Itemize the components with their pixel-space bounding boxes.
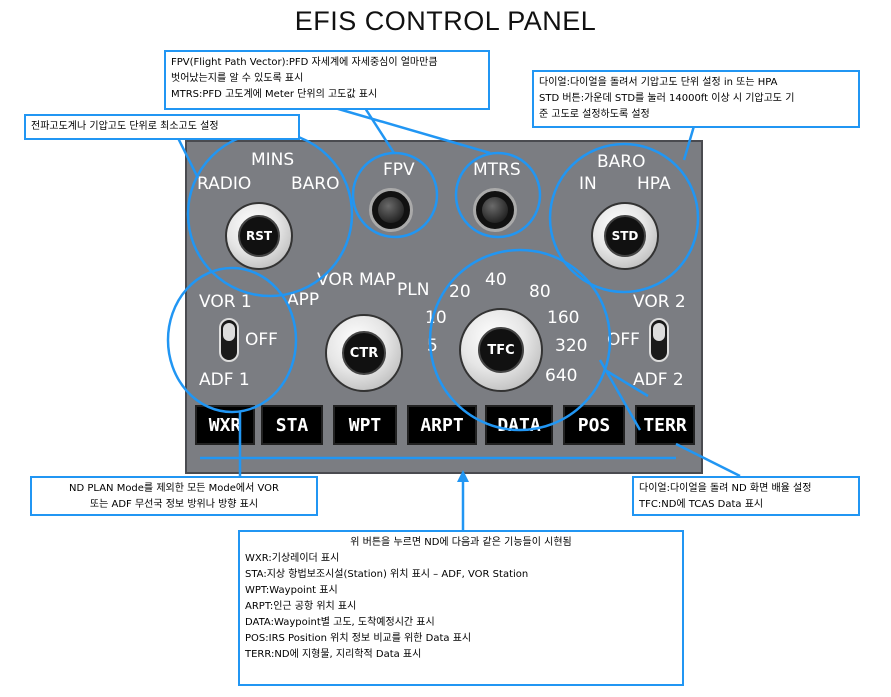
- mins-baro-label: BARO: [291, 174, 340, 194]
- range-5-label: 5: [427, 336, 438, 356]
- std-button[interactable]: STD: [604, 215, 646, 257]
- baro-knob[interactable]: STD: [591, 202, 659, 270]
- baro-note: 다이얼:다이얼을 돌려서 기압고도 단위 설정 in 또는 HPA STD 버튼…: [532, 70, 860, 128]
- mins-radio-label: RADIO: [197, 174, 252, 194]
- range-640-label: 640: [545, 366, 578, 386]
- vor2-adf2-switch[interactable]: [649, 318, 669, 362]
- range-320-label: 320: [555, 336, 588, 356]
- range-note: 다이얼:다이얼을 돌려 ND 화면 배율 설정 TFC:ND에 TCAS Dat…: [632, 476, 860, 516]
- mins-label: MINS: [251, 150, 295, 170]
- fpv-label: FPV: [383, 160, 415, 180]
- ctr-button[interactable]: CTR: [342, 331, 386, 375]
- data-button[interactable]: DATA: [485, 405, 553, 445]
- vor1-adf1-switch[interactable]: [219, 318, 239, 362]
- mode-app-label: APP: [287, 290, 320, 310]
- vor-adf-line-2: 또는 ADF 무선국 정보 방위나 방향 표시: [89, 499, 259, 510]
- mtrs-label: MTRS: [473, 160, 521, 180]
- sta-button[interactable]: STA: [261, 405, 323, 445]
- buttons-line-8: TERR:ND에 지형물, 지리학적 Data 표시: [245, 649, 422, 660]
- fpv-mtrs-note: FPV(Flight Path Vector):PFD 자세계에 자세중심이 얼…: [164, 50, 490, 110]
- buttons-line-1: 위 버튼을 누르면 ND에 다음과 같은 기능들이 시현됨: [350, 537, 572, 548]
- nd-buttons-row: WXR STA WPT ARPT DATA POS TERR: [195, 405, 695, 445]
- baro-line-2: STD 버튼:가운데 STD를 눌러 14000ft 이상 시 기압고도 기: [539, 93, 795, 104]
- baro-line-3: 준 고도로 설정하도록 설정: [539, 109, 650, 120]
- mins-knob[interactable]: RST: [225, 202, 293, 270]
- buttons-note: 위 버튼을 누르면 ND에 다음과 같은 기능들이 시현됨 WXR:기상레이더 …: [238, 530, 684, 686]
- range-160-label: 160: [547, 308, 580, 328]
- fpv-mtrs-line-1: FPV(Flight Path Vector):PFD 자세계에 자세중심이 얼…: [171, 57, 438, 68]
- range-20-label: 20: [449, 282, 471, 302]
- baro-line-1: 다이얼:다이얼을 돌려서 기압고도 단위 설정 in 또는 HPA: [539, 77, 778, 88]
- mode-map-label: MAP: [359, 270, 396, 290]
- buttons-line-2: WXR:기상레이더 표시: [245, 553, 340, 564]
- fpv-mtrs-line-3: MTRS:PFD 고도계에 Meter 단위의 고도값 표시: [171, 89, 378, 100]
- buttons-line-6: DATA:Waypoint별 고도, 도착예정시간 표시: [245, 617, 435, 628]
- mtrs-button[interactable]: [473, 188, 517, 232]
- range-line-2: TFC:ND에 TCAS Data 표시: [639, 499, 764, 510]
- buttons-line-4: WPT:Waypoint 표시: [245, 585, 338, 596]
- mode-vor-label: VOR: [317, 270, 354, 290]
- arpt-button[interactable]: ARPT: [407, 405, 477, 445]
- vor-adf-note: ND PLAN Mode를 제외한 모든 Mode에서 VOR 또는 ADF 무…: [30, 476, 318, 516]
- buttons-line-7: POS:IRS Position 위치 정보 비교를 위한 Data 표시: [245, 633, 472, 644]
- wxr-button[interactable]: WXR: [195, 405, 255, 445]
- vor1-label: VOR 1: [199, 292, 252, 312]
- range-10-label: 10: [425, 308, 447, 328]
- mode-selector-knob[interactable]: CTR: [325, 314, 403, 392]
- page-title: EFIS CONTROL PANEL: [294, 6, 597, 36]
- mode-pln-label: PLN: [397, 280, 430, 300]
- vor-adf-line-1: ND PLAN Mode를 제외한 모든 Mode에서 VOR: [69, 483, 279, 494]
- baro-in-label: IN: [579, 174, 597, 194]
- fpv-mtrs-line-2: 벗어났는지를 알 수 있도록 표시: [171, 73, 304, 84]
- baro-hpa-label: HPA: [637, 174, 671, 194]
- range-40-label: 40: [485, 270, 507, 290]
- baro-label: BARO: [597, 152, 646, 172]
- adf1-label: ADF 1: [199, 370, 250, 390]
- vor2-label: VOR 2: [633, 292, 686, 312]
- mins-note: 전파고도계나 기압고도 단위로 최소고도 설정: [24, 114, 300, 140]
- buttons-line-5: ARPT:인근 공항 위치 표시: [245, 601, 357, 612]
- wpt-button[interactable]: WPT: [333, 405, 397, 445]
- range-80-label: 80: [529, 282, 551, 302]
- range-line-1: 다이얼:다이얼을 돌려 ND 화면 배율 설정: [639, 483, 812, 494]
- tfc-button[interactable]: TFC: [478, 327, 524, 373]
- vor1-off-label: OFF: [245, 330, 278, 350]
- vor2-off-label: OFF: [607, 330, 640, 350]
- buttons-line-3: STA:지상 항법보조시설(Station) 위치 표시 – ADF, VOR …: [245, 569, 529, 580]
- mins-line-1: 전파고도계나 기압고도 단위로 최소고도 설정: [31, 121, 219, 132]
- terr-button[interactable]: TERR: [635, 405, 695, 445]
- pos-button[interactable]: POS: [563, 405, 625, 445]
- range-selector-knob[interactable]: TFC: [459, 308, 543, 392]
- fpv-button[interactable]: [369, 188, 413, 232]
- adf2-label: ADF 2: [633, 370, 684, 390]
- rst-button[interactable]: RST: [238, 215, 280, 257]
